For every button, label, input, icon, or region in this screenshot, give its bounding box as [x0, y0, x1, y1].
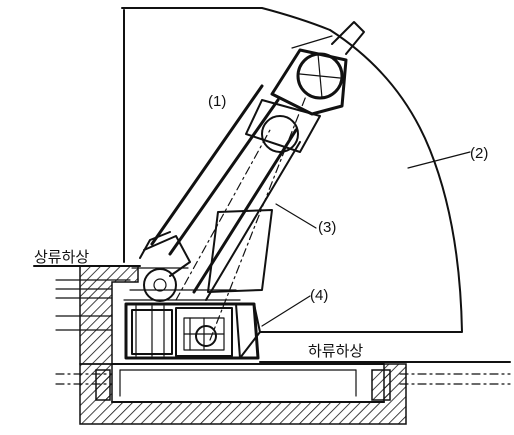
- concrete-sill: [79, 265, 407, 425]
- lower-pivot: [131, 231, 191, 302]
- upstream-water-level-label: 상류하상: [34, 249, 89, 266]
- downstream-water-level-label: 하류하상: [308, 343, 363, 360]
- inclined-arm: [150, 84, 321, 341]
- label-part-4: (4): [310, 287, 328, 304]
- top-head: [270, 21, 365, 116]
- label-part-3: (3): [318, 219, 336, 236]
- label-part-1: (1): [208, 93, 226, 110]
- gate-base-assembly: [123, 289, 261, 360]
- leader-lines: [261, 151, 471, 327]
- label-part-2: (2): [470, 145, 488, 162]
- gate-swing-envelope: [121, 7, 463, 333]
